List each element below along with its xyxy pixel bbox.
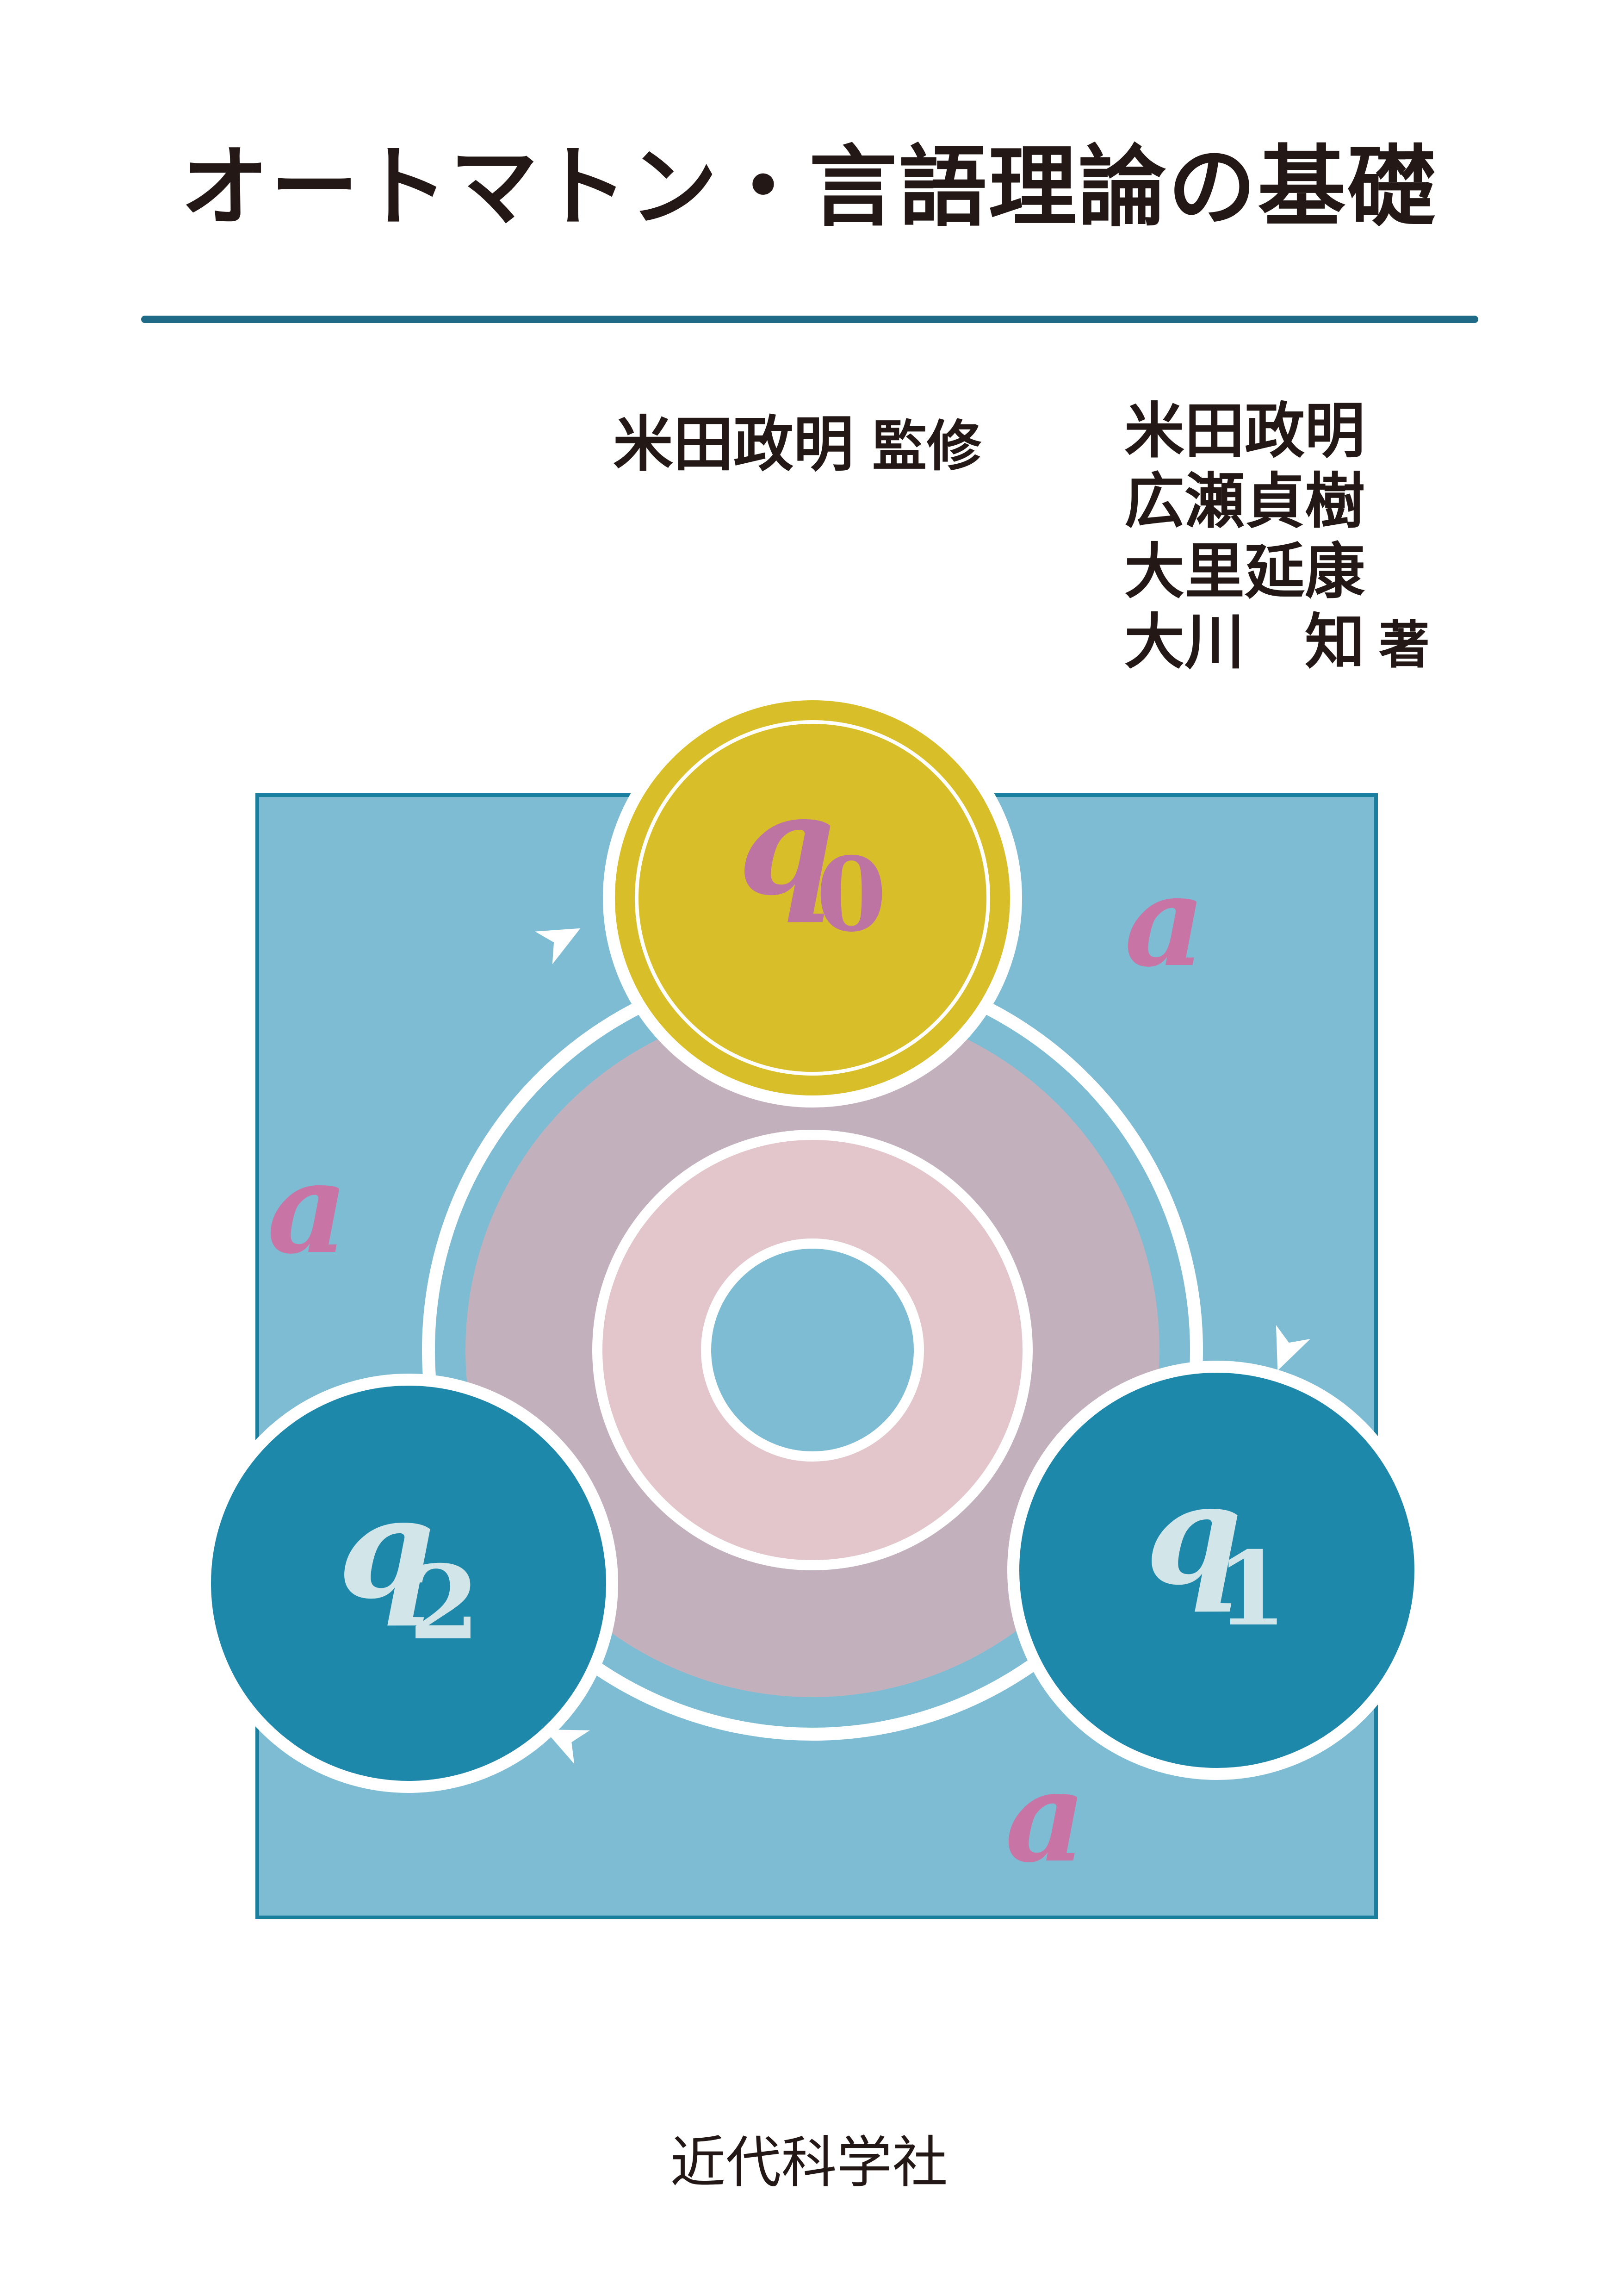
author-list: 米田政明 広瀬貞樹 大里延康 大川 知著	[1124, 396, 1430, 680]
supervisor-name: 米田政明	[613, 409, 854, 479]
state-symbol: q	[1145, 1452, 1242, 1616]
state-subscript: 0	[816, 834, 886, 954]
arrowhead-icon	[544, 1729, 590, 1764]
supervisor-credit: 米田政明監修	[613, 396, 981, 483]
transition-label-q2-q0: a	[267, 1134, 348, 1282]
arrowhead-icon	[1276, 1325, 1311, 1371]
arrowhead-icon	[535, 928, 581, 964]
publisher-name: 近代科学社	[670, 2131, 948, 2195]
state-subscript: 1	[1216, 1529, 1287, 1649]
center-hole	[701, 1238, 924, 1462]
state-symbol: q	[338, 1466, 435, 1630]
state-subscript: 2	[409, 1543, 479, 1662]
transition-label-q0-q1: a	[1125, 847, 1206, 995]
state-q0: q 0	[603, 688, 1022, 1108]
state-q2: q 2	[199, 1374, 618, 1793]
authors-role: 著	[1379, 616, 1430, 675]
author-name: 広瀬貞樹	[1124, 466, 1365, 536]
supervisor-role: 監修	[872, 414, 982, 478]
transition-label-q1-q2: a	[1005, 1743, 1086, 1890]
author-name: 米田政明	[1124, 396, 1365, 466]
book-title: オートマトン・言語理論の基礎	[180, 136, 1438, 238]
title-underline	[141, 316, 1478, 323]
author-line-last: 大川 知著	[1124, 607, 1430, 680]
author-name: 大川 知	[1124, 607, 1365, 677]
state-symbol: q	[738, 763, 835, 926]
author-name: 大里延康	[1124, 536, 1365, 607]
state-q1: q 1	[1007, 1361, 1426, 1780]
